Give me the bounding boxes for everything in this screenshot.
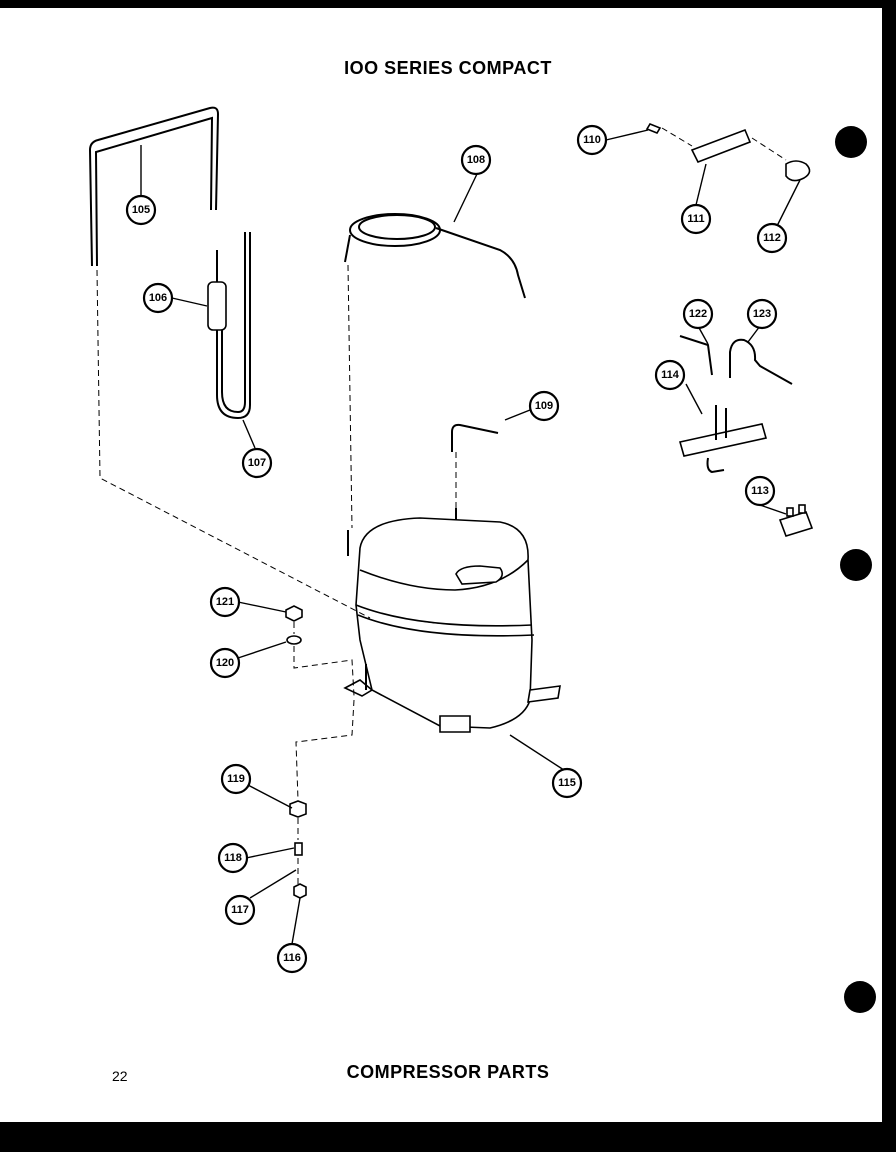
leader-lines xyxy=(140,129,801,945)
svg-text:123: 123 xyxy=(753,308,771,320)
svg-text:114: 114 xyxy=(661,369,680,381)
page-number: 22 xyxy=(112,1068,128,1084)
part-108-coil xyxy=(344,213,526,299)
svg-text:119: 119 xyxy=(227,773,245,785)
punch-hole-middle xyxy=(840,549,872,581)
svg-text:112: 112 xyxy=(763,232,781,244)
svg-text:121: 121 xyxy=(216,596,234,608)
part-105-tube xyxy=(88,106,220,267)
callout-109: 109 xyxy=(528,390,560,422)
callout-108: 108 xyxy=(460,144,492,176)
page-title: IOO SERIES COMPACT xyxy=(344,58,552,78)
callout-121: 121 xyxy=(209,586,241,618)
callout-119: 119 xyxy=(220,763,252,795)
part-109-tube xyxy=(451,423,499,452)
part-113-terminal xyxy=(778,504,814,537)
assembly-lines xyxy=(96,264,457,884)
part-114-manifold xyxy=(678,405,768,474)
svg-text:105: 105 xyxy=(132,204,150,216)
svg-text:107: 107 xyxy=(248,457,266,469)
svg-text:122: 122 xyxy=(689,308,707,320)
part-106-drier xyxy=(207,250,227,331)
svg-text:108: 108 xyxy=(467,154,485,166)
svg-text:109: 109 xyxy=(535,400,553,412)
scan-border-top xyxy=(0,0,896,8)
part-123-tube xyxy=(729,338,793,385)
callout-112: 112 xyxy=(756,222,788,254)
scan-border-right xyxy=(882,0,896,1152)
callout-116: 116 xyxy=(276,942,308,974)
svg-text:110: 110 xyxy=(583,134,601,146)
callout-114: 114 xyxy=(654,359,686,391)
callout-106: 106 xyxy=(142,282,174,314)
part-107-tube xyxy=(216,232,251,420)
svg-text:120: 120 xyxy=(216,657,234,669)
callout-111: 111 xyxy=(680,203,712,235)
punch-hole-bottom xyxy=(844,981,876,1013)
callout-123: 123 xyxy=(746,298,778,330)
svg-text:117: 117 xyxy=(231,904,249,916)
svg-text:116: 116 xyxy=(283,952,301,964)
scan-border-bottom xyxy=(0,1122,896,1152)
part-115-compressor xyxy=(343,508,561,733)
part-122-tube xyxy=(679,335,713,376)
callout-120: 120 xyxy=(209,647,241,679)
punch-hole-top xyxy=(835,126,867,158)
footer-title: COMPRESSOR PARTS xyxy=(346,1062,550,1082)
callout-122: 122 xyxy=(682,298,714,330)
callout-115: 115 xyxy=(551,767,583,799)
svg-text:106: 106 xyxy=(149,292,167,304)
svg-text:111: 111 xyxy=(687,213,704,225)
callout-110: 110 xyxy=(576,124,608,156)
part-110-111-112-bracket xyxy=(645,123,811,182)
svg-text:113: 113 xyxy=(751,485,769,497)
callout-107: 107 xyxy=(241,447,273,479)
svg-text:115: 115 xyxy=(558,777,576,789)
callout-118: 118 xyxy=(217,842,249,874)
svg-text:118: 118 xyxy=(224,852,242,864)
part-116-121-hardware xyxy=(285,605,307,899)
callout-117: 117 xyxy=(224,894,256,926)
callout-113: 113 xyxy=(744,475,776,507)
callout-105: 105 xyxy=(125,194,157,226)
